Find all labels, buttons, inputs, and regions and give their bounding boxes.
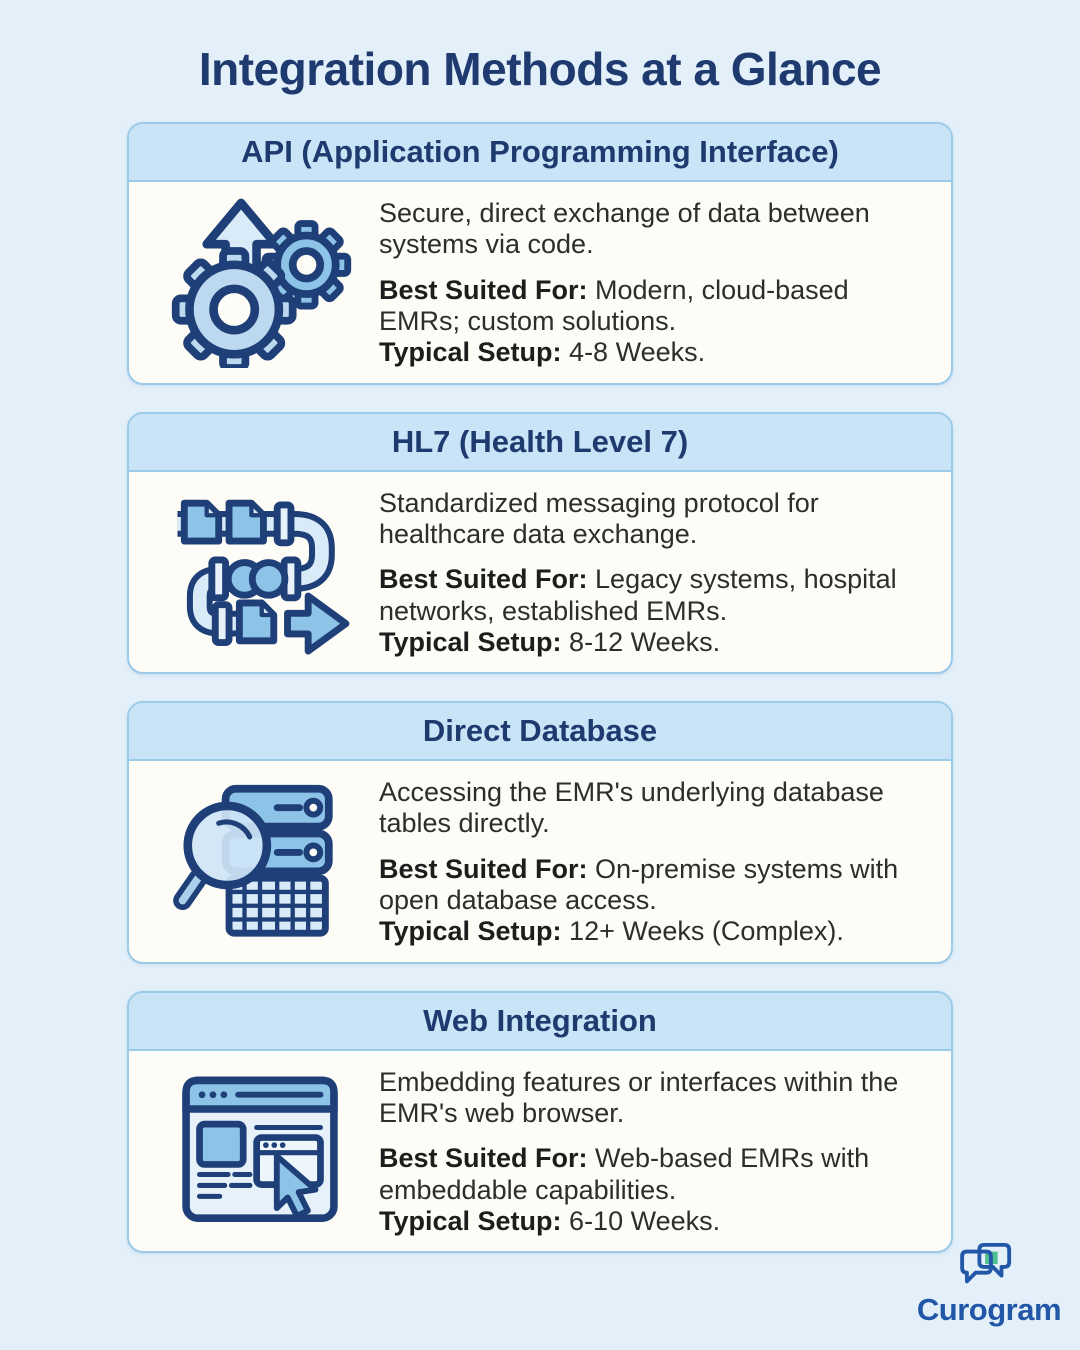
chat-bubbles-icon bbox=[960, 1242, 1012, 1284]
card-hl7-title: HL7 (Health Level 7) bbox=[129, 413, 951, 472]
card-api-body: Secure, direct exchange of data between … bbox=[129, 182, 951, 383]
card-hl7: HL7 (Health Level 7) bbox=[127, 411, 953, 675]
card-api-title: API (Application Programming Interface) bbox=[129, 124, 951, 182]
card-hl7-body: Standardized messaging protocol for heal… bbox=[129, 472, 951, 673]
card-api-best-suited: Best Suited For: Modern, cloud-based EMR… bbox=[379, 274, 849, 336]
card-hl7-best-suited: Best Suited For: Legacy systems, hospita… bbox=[379, 564, 897, 626]
web-browser-cursor-icon bbox=[157, 1067, 363, 1235]
card-web-integration: Web Integration bbox=[127, 990, 953, 1254]
card-direct-database-text: Accessing the EMR's underlying database … bbox=[379, 775, 927, 948]
card-direct-database-body: Accessing the EMR's underlying database … bbox=[129, 761, 951, 962]
card-hl7-description: Standardized messaging protocol for heal… bbox=[379, 487, 819, 549]
card-hl7-text: Standardized messaging protocol for heal… bbox=[379, 486, 927, 659]
data-pipeline-icon bbox=[157, 486, 363, 658]
brand-name: Curogram bbox=[916, 1292, 1062, 1327]
database-search-icon bbox=[157, 775, 363, 947]
card-web-integration-body: Embedding features or interfaces within … bbox=[129, 1051, 951, 1252]
card-direct-database-title: Direct Database bbox=[129, 703, 951, 762]
card-web-integration-best-suited: Best Suited For: Web-based EMRs with emb… bbox=[379, 1143, 870, 1205]
card-api-typical-setup: Typical Setup: 4-8 Weeks. bbox=[379, 337, 706, 368]
card-web-integration-description: Embedding features or interfaces within … bbox=[379, 1066, 899, 1128]
card-api-text: Secure, direct exchange of data between … bbox=[379, 196, 927, 369]
brand-logo: Curogram bbox=[914, 1242, 1064, 1328]
card-direct-database: Direct Database bbox=[127, 701, 953, 964]
card-web-integration-title: Web Integration bbox=[129, 992, 951, 1051]
card-direct-database-typical-setup: Typical Setup: 12+ Weeks (Complex). bbox=[379, 916, 844, 947]
card-api: API (Application Programming Interface) bbox=[127, 122, 953, 385]
page-title: Integration Methods at a Glance bbox=[198, 43, 882, 95]
card-direct-database-best-suited: Best Suited For: On-premise systems with… bbox=[379, 853, 899, 916]
card-list: API (Application Programming Interface) bbox=[127, 122, 953, 1254]
card-hl7-typical-setup: Typical Setup: 8-12 Weeks. bbox=[379, 626, 721, 657]
card-direct-database-description: Accessing the EMR's underlying database … bbox=[379, 777, 884, 839]
gears-up-arrow-icon bbox=[157, 196, 363, 369]
card-web-integration-typical-setup: Typical Setup: 6-10 Weeks. bbox=[379, 1205, 721, 1236]
card-web-integration-text: Embedding features or interfaces within … bbox=[379, 1065, 927, 1238]
card-api-description: Secure, direct exchange of data between … bbox=[379, 198, 870, 260]
